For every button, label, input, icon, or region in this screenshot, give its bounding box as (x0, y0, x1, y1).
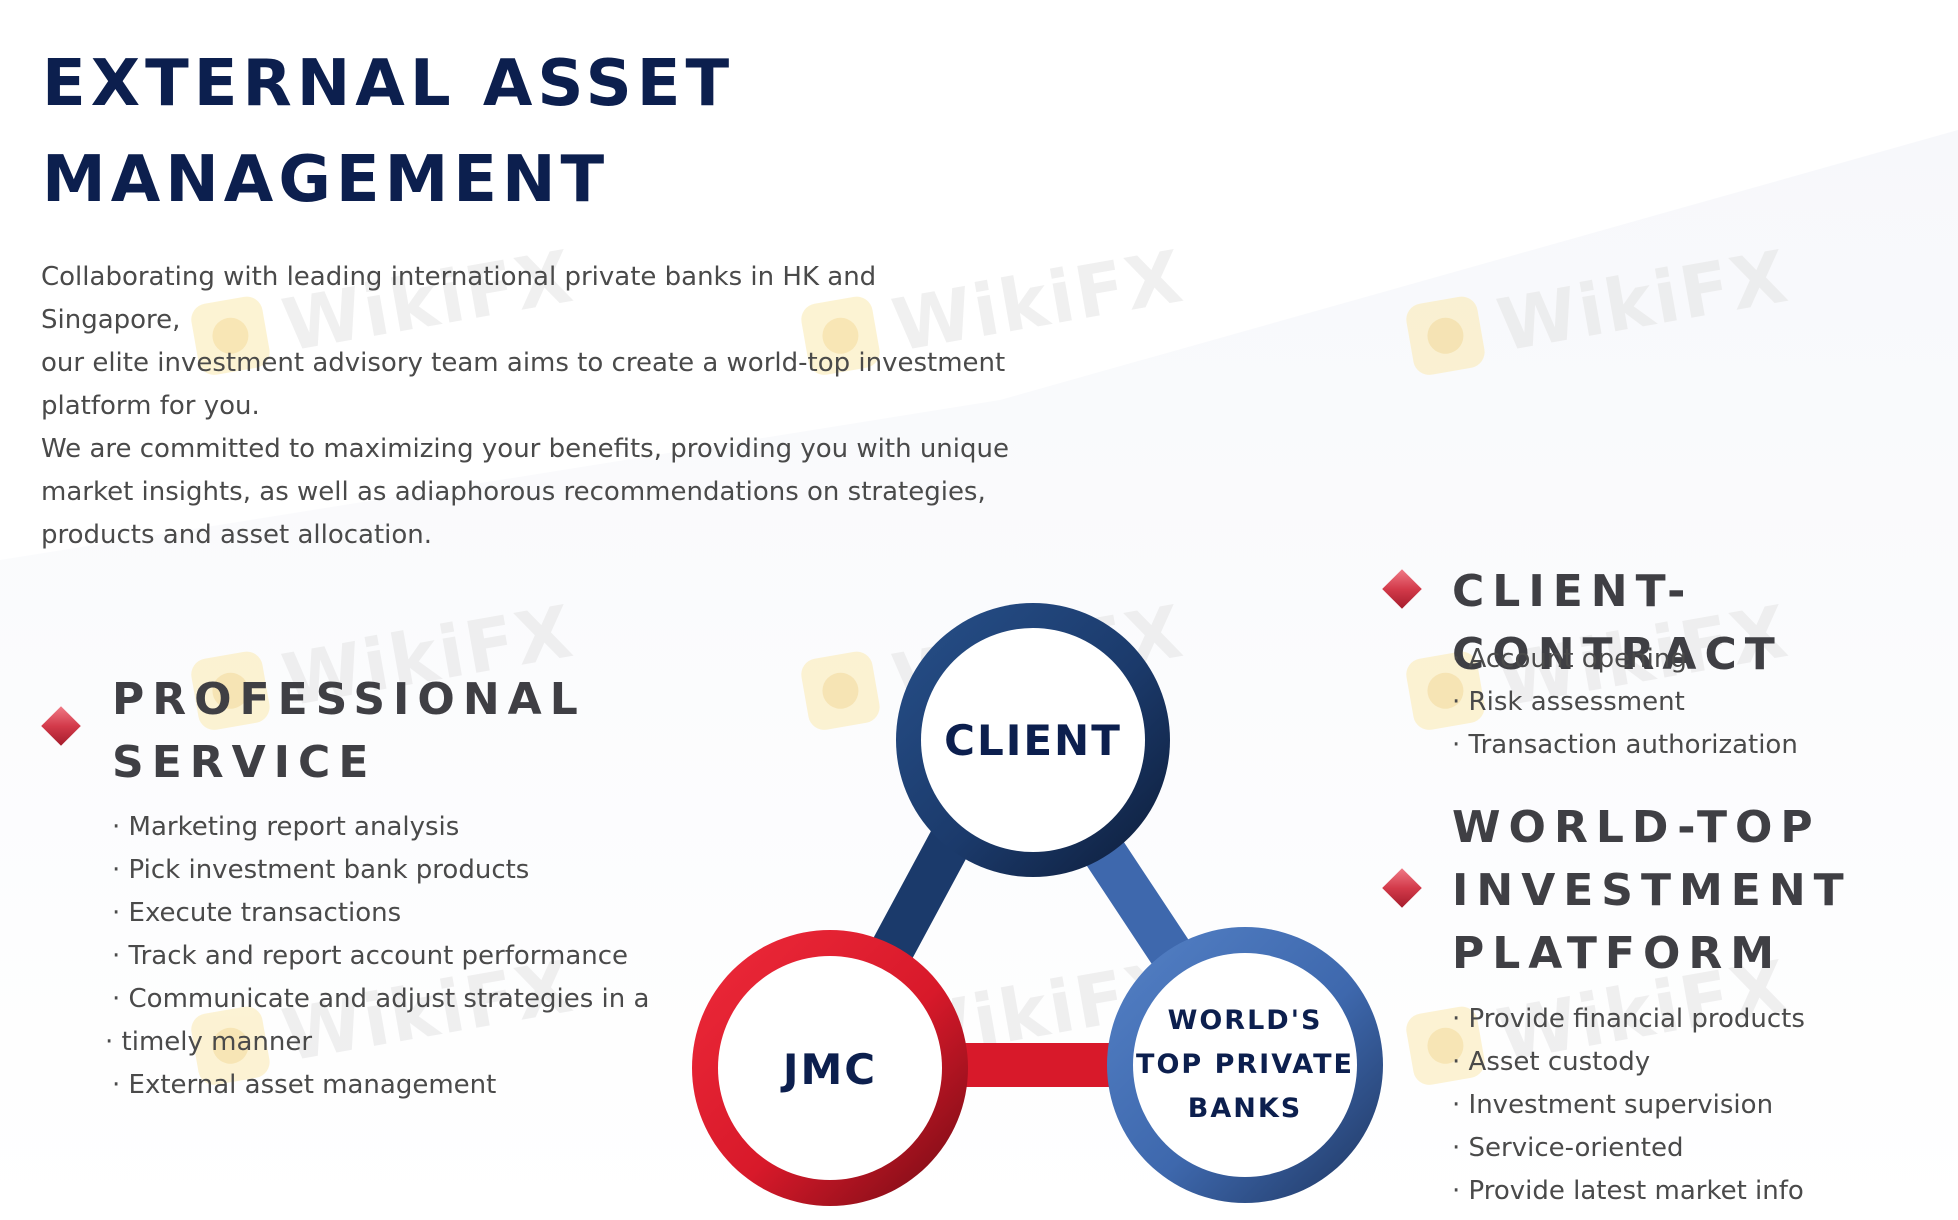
banks-label-line: TOP PRIVATE (1136, 1049, 1354, 1080)
professional-service-heading: PROFESSIONAL SERVICE (112, 668, 586, 794)
world-top-platform-heading: WORLD-TOP INVESTMENT PLATFORM (1452, 796, 1852, 985)
page-title: EXTERNAL ASSET MANAGEMENT (42, 36, 942, 228)
list-item: Pick investment bank products (112, 849, 672, 892)
intro-line: platform for you. (41, 391, 260, 421)
relationship-diagram: CLIENT JMC WORLD'S TOP PRIVATE BANKS (692, 603, 1383, 1206)
heading-line: PROFESSIONAL (112, 674, 586, 725)
banks-node: WORLD'S TOP PRIVATE BANKS (1107, 927, 1383, 1203)
client-contract-list: Account opening Risk assessment Transact… (1452, 638, 1932, 767)
list-item: Track and report account performance (112, 935, 672, 978)
page-title-line: MANAGEMENT (42, 143, 610, 217)
banks-label-line: BANKS (1188, 1093, 1302, 1124)
list-item: timely manner (105, 1021, 672, 1064)
list-item: Transaction authorization (1452, 724, 1932, 767)
client-center (921, 628, 1145, 852)
list-item: Service-oriented (1452, 1127, 1932, 1170)
world-top-platform-list: Provide financial products Asset custody… (1452, 998, 1932, 1213)
list-item: External asset management (112, 1064, 672, 1107)
intro-line: products and asset allocation. (41, 520, 433, 550)
list-item: Provide financial products (1452, 998, 1932, 1041)
jmc-center (718, 956, 942, 1180)
jmc-label: JMC (780, 1045, 877, 1094)
intro-line: market insights, as well as adiaphorous … (41, 477, 986, 507)
intro-line: our elite investment advisory team aims … (41, 348, 1006, 378)
heading-line: SERVICE (112, 737, 377, 788)
list-item: Provide latest market info (1452, 1170, 1932, 1213)
list-item: Account opening (1452, 638, 1932, 681)
list-item: Asset custody (1452, 1041, 1932, 1084)
heading-line: WORLD-TOP (1452, 802, 1821, 853)
list-item: Communicate and adjust strategies in a (112, 978, 672, 1021)
intro-line: Collaborating with leading international… (41, 262, 877, 335)
intro-line: We are committed to maximizing your bene… (41, 434, 1009, 464)
list-item: Investment supervision (1452, 1084, 1932, 1127)
page-title-line: EXTERNAL ASSET (42, 47, 735, 121)
client-node: CLIENT (896, 603, 1170, 877)
professional-service-list: Marketing report analysis Pick investmen… (112, 806, 672, 1107)
jmc-node: JMC (692, 930, 968, 1206)
banks-label-line: WORLD'S (1168, 1005, 1323, 1036)
intro-text: Collaborating with leading international… (41, 256, 1021, 557)
banks-center (1133, 953, 1357, 1177)
list-item: Execute transactions (112, 892, 672, 935)
list-item: Risk assessment (1452, 681, 1932, 724)
heading-line: INVESTMENT (1452, 865, 1852, 916)
list-item: Marketing report analysis (112, 806, 672, 849)
heading-line: PLATFORM (1452, 928, 1783, 979)
client-label: CLIENT (944, 716, 1122, 765)
